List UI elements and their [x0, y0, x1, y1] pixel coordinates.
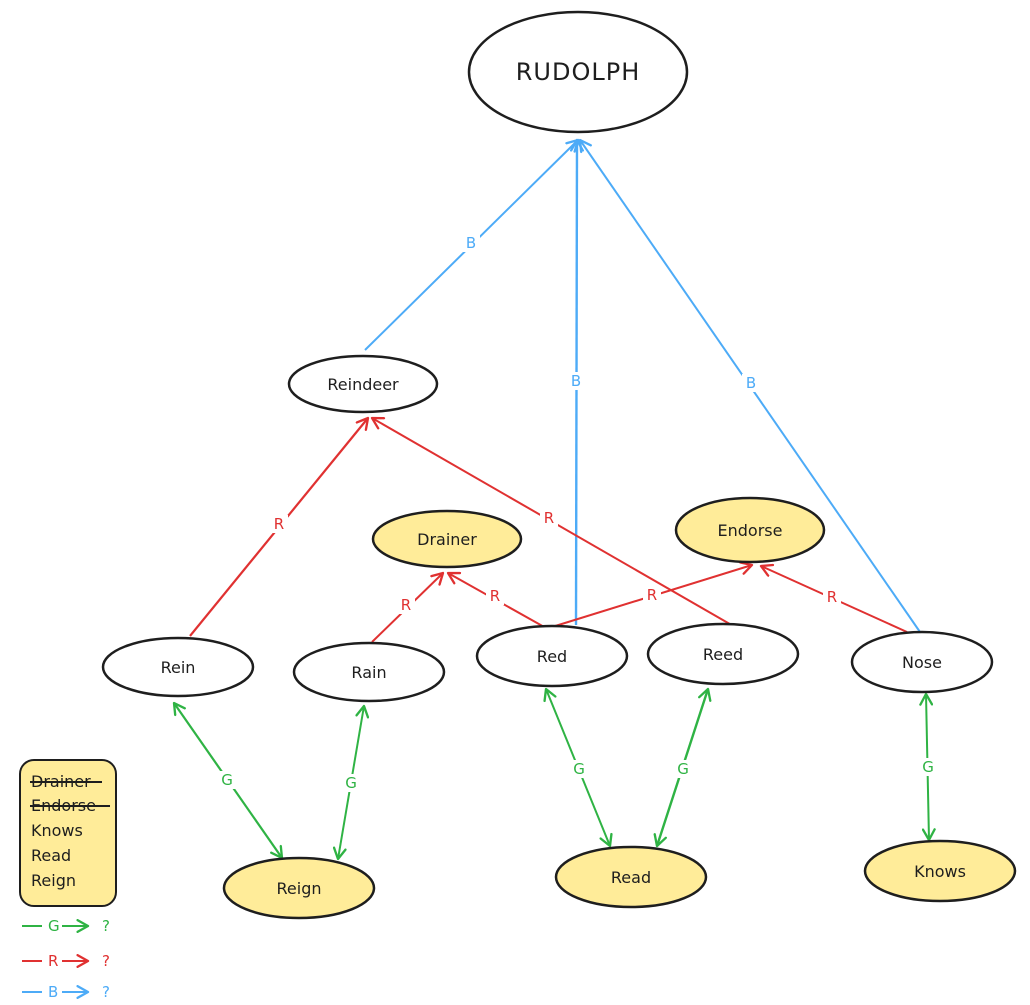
- edge-label-r: R: [401, 596, 411, 614]
- edge-nose-to-rudolph: B: [578, 138, 921, 633]
- node-rudolph-label: RUDOLPH: [516, 58, 641, 86]
- edge-label-r: R: [490, 587, 500, 605]
- node-rain-label: Rain: [351, 663, 386, 682]
- node-reign[interactable]: Reign: [222, 856, 376, 920]
- legend-key-r-label: R: [48, 952, 58, 970]
- legend-key-g-meaning: ?: [102, 917, 110, 935]
- edge-label-b: B: [571, 372, 581, 390]
- edge-label-r: R: [827, 588, 837, 606]
- edge-label-r: R: [544, 509, 554, 527]
- edge-label-r: R: [647, 586, 657, 604]
- node-endorse-label: Endorse: [718, 521, 783, 540]
- node-nose-label: Nose: [902, 653, 942, 672]
- node-rudolph[interactable]: RUDOLPH: [467, 10, 689, 134]
- node-read-label: Read: [611, 868, 651, 887]
- legend-key-b-label: B: [48, 983, 58, 1001]
- legend-key-red: R ?: [22, 952, 110, 970]
- edge-reindeer-to-rudolph: B: [364, 138, 580, 351]
- edge-rein-to-reindeer: R: [189, 416, 370, 637]
- legend-word-reign: Reign: [31, 871, 76, 890]
- node-nose[interactable]: Nose: [850, 630, 994, 694]
- edge-rain-reign: G: [332, 704, 370, 861]
- edge-red-read: G: [543, 687, 613, 848]
- node-drainer-label: Drainer: [417, 530, 477, 549]
- edge-nose-knows: G: [919, 692, 937, 842]
- node-rain[interactable]: Rain: [292, 641, 446, 703]
- edge-label-g: G: [573, 760, 585, 778]
- node-reed-label: Reed: [703, 645, 743, 664]
- edge-label-g: G: [677, 760, 689, 778]
- node-read[interactable]: Read: [554, 845, 708, 909]
- legend-key-r-meaning: ?: [102, 952, 110, 970]
- node-reed[interactable]: Reed: [646, 622, 800, 686]
- edge-rain-to-drainer: R: [371, 571, 445, 643]
- legend-key-green: G ?: [22, 917, 110, 935]
- node-endorse[interactable]: Endorse: [674, 496, 826, 564]
- node-red-label: Red: [537, 647, 567, 666]
- edge-label-g: G: [221, 771, 233, 789]
- edge-red-to-endorse: R: [551, 561, 754, 628]
- edge-red-to-rudolph: B: [567, 138, 585, 626]
- node-reign-label: Reign: [277, 879, 322, 898]
- node-drainer[interactable]: Drainer: [371, 509, 523, 569]
- legend-key-b-meaning: ?: [102, 983, 110, 1001]
- legend-word-read: Read: [31, 846, 71, 865]
- legend-key-g-label: G: [48, 917, 60, 935]
- edge-label-r: R: [274, 515, 284, 533]
- node-knows[interactable]: Knows: [863, 839, 1017, 903]
- edge-nose-to-endorse: R: [759, 563, 908, 633]
- edge-red-to-drainer: R: [446, 571, 547, 629]
- edge-reed-to-reindeer: R: [370, 416, 736, 628]
- edge-rein-reign: G: [172, 701, 284, 860]
- node-rein-label: Rein: [161, 658, 196, 677]
- edge-reed-read: G: [653, 687, 712, 848]
- edge-label-g: G: [922, 758, 934, 776]
- edge-label-b: B: [466, 234, 476, 252]
- edge-label-b: B: [746, 374, 756, 392]
- edge-label-g: G: [345, 774, 357, 792]
- legend-key-blue: B ?: [22, 983, 110, 1001]
- node-reindeer[interactable]: Reindeer: [287, 354, 439, 414]
- node-red[interactable]: Red: [475, 624, 629, 688]
- node-rein[interactable]: Rein: [101, 636, 255, 698]
- node-reindeer-label: Reindeer: [327, 375, 399, 394]
- legend-word-knows: Knows: [31, 821, 83, 840]
- node-knows-label: Knows: [914, 862, 966, 881]
- legend-word-list: Drainer Endorse Knows Read Reign: [19, 759, 117, 907]
